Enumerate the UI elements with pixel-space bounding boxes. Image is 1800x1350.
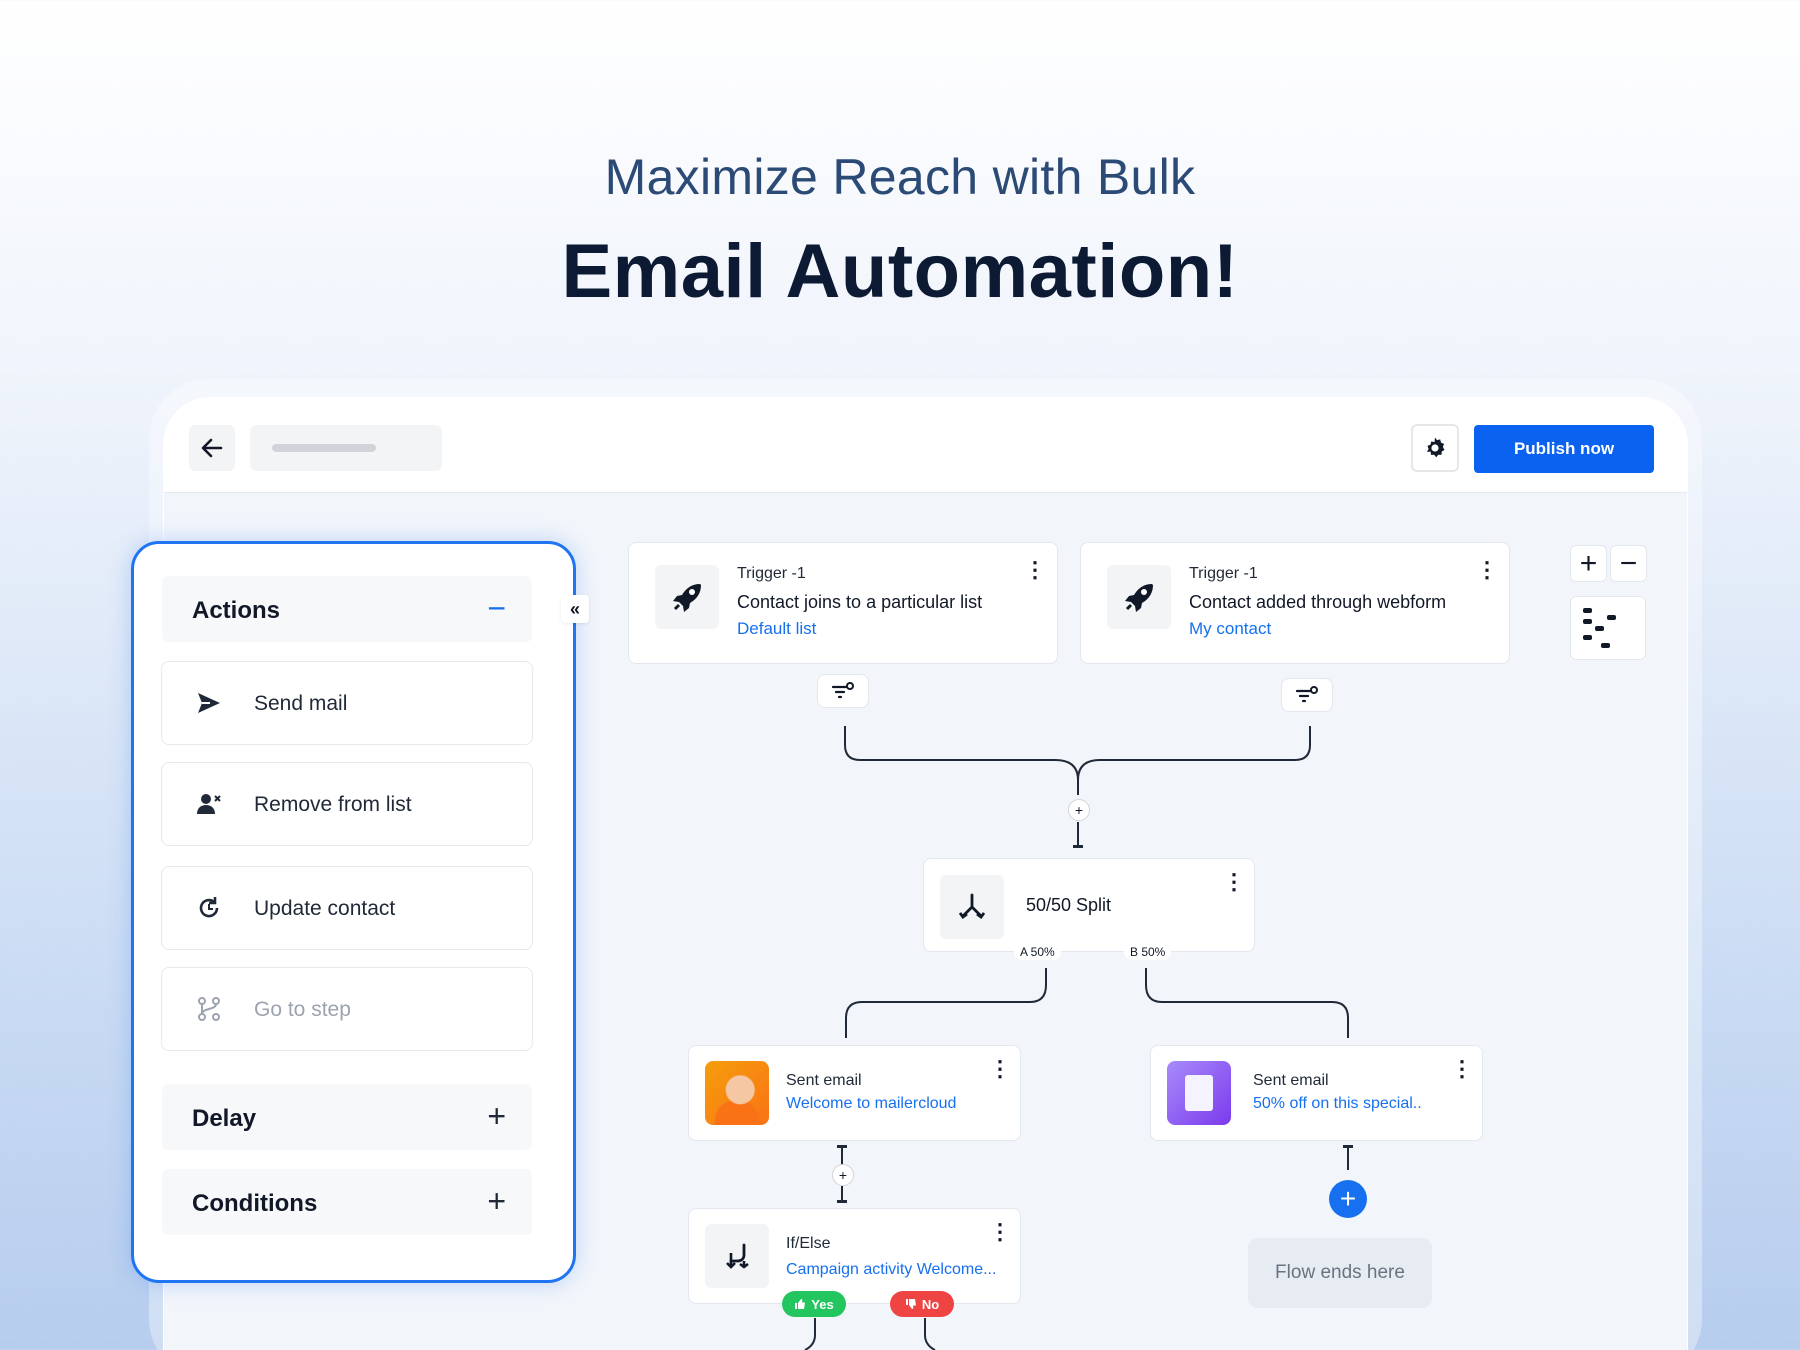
action-label: Remove from list [254,793,412,816]
filter-button[interactable] [1281,678,1333,712]
branch-icon [196,996,222,1022]
split-icon [940,875,1004,939]
trigger-title: Contact joins to a particular list [737,592,983,612]
rocket-icon [1107,565,1171,629]
action-remove-from-list[interactable]: Remove from list [161,762,533,846]
add-step-button[interactable]: + [1068,799,1090,821]
arrow-left-icon [201,438,223,458]
if-else-node[interactable]: If/Else Campaign activity Welcome... ⋮ [688,1208,1021,1304]
delay-section-header[interactable]: Delay + [162,1084,532,1150]
rocket-icon [655,565,719,629]
action-label: Send mail [254,692,348,715]
condition-kind: If/Else [786,1235,831,1252]
no-label: No [921,1296,940,1312]
conditions-section-title: Conditions [192,1190,318,1217]
filter-button[interactable] [817,674,869,708]
actions-section-header[interactable]: Actions − [162,576,532,642]
thumbs-down-icon [905,1299,916,1309]
thumbs-up-icon [795,1299,806,1309]
zoom-out-button[interactable]: − [1610,545,1647,582]
flow-end-marker: Flow ends here [1248,1238,1432,1308]
email-thumbnail [705,1061,769,1125]
send-icon [196,690,222,716]
publish-button[interactable]: Publish now [1474,425,1654,473]
topbar-divider [164,492,1687,493]
settings-button[interactable] [1411,424,1459,472]
branch-b-label: B 50% [1124,944,1172,960]
trigger-list-link[interactable]: My contact [1189,619,1272,638]
sent-email-node-1[interactable]: Sent email Welcome to mailercloud ⋮ [688,1045,1021,1141]
sent-email-node-2[interactable]: Sent email 50% off on this special.. ⋮ [1150,1045,1483,1141]
more-options-icon[interactable]: ⋮ [1024,557,1046,582]
collapse-panel-button[interactable]: « [561,595,589,623]
minimap-icon [1583,608,1616,648]
email-campaign-link[interactable]: 50% off on this special.. [1253,1095,1422,1112]
hero-subtitle: Maximize Reach with Bulk [604,149,1196,205]
action-label: Go to step [254,998,351,1021]
action-send-mail[interactable]: Send mail [161,661,533,745]
action-go-to-step[interactable]: Go to step [161,967,533,1051]
trigger-list-link[interactable]: Default list [737,619,817,638]
more-options-icon[interactable]: ⋮ [1223,869,1245,894]
trigger-kind: Trigger -1 [737,565,806,582]
hero-title: Email Automation! [561,229,1239,314]
email-step-kind: Sent email [786,1072,862,1089]
action-label: Update contact [254,897,396,920]
more-options-icon[interactable]: ⋮ [989,1056,1011,1081]
condition-icon [705,1224,769,1288]
filter-icon [831,682,854,699]
yes-branch-badge[interactable]: Yes [782,1291,846,1317]
user-remove-icon [196,791,222,817]
branch-a-label: A 50% [1014,944,1061,960]
yes-label: Yes [811,1296,834,1312]
flow-name-placeholder-bar [272,444,376,452]
flow-name-field[interactable] [250,425,442,471]
email-thumbnail [1167,1061,1231,1125]
refresh-icon [196,895,222,921]
more-options-icon[interactable]: ⋮ [1451,1056,1473,1081]
trigger-node-1[interactable]: Trigger -1 Contact joins to a particular… [628,542,1058,664]
more-options-icon[interactable]: ⋮ [1476,557,1498,582]
trigger-kind: Trigger -1 [1189,565,1258,582]
more-options-icon[interactable]: ⋮ [989,1219,1011,1244]
gear-icon [1427,437,1445,458]
trigger-title: Contact added through webform [1189,592,1447,612]
split-title: 50/50 Split [1026,895,1112,915]
trigger-node-2[interactable]: Trigger -1 Contact added through webform… [1080,542,1510,664]
minimap[interactable] [1570,596,1646,660]
email-campaign-link[interactable]: Welcome to mailercloud [786,1095,957,1112]
collapse-section-icon[interactable]: − [487,590,506,626]
expand-section-icon[interactable]: + [487,1098,506,1134]
zoom-in-button[interactable]: + [1570,545,1607,582]
no-branch-badge[interactable]: No [890,1291,954,1317]
action-update-contact[interactable]: Update contact [161,866,533,950]
expand-section-icon[interactable]: + [487,1183,506,1219]
condition-link[interactable]: Campaign activity Welcome... [786,1261,997,1278]
add-step-button-primary[interactable]: + [1329,1180,1367,1218]
actions-section-title: Actions [192,597,281,624]
add-step-button[interactable]: + [832,1164,854,1186]
email-step-kind: Sent email [1253,1072,1329,1089]
filter-icon [1295,686,1318,703]
conditions-section-header[interactable]: Conditions + [162,1169,532,1235]
back-button[interactable] [189,425,235,471]
delay-section-title: Delay [192,1105,257,1132]
split-node[interactable]: 50/50 Split ⋮ [923,858,1255,952]
